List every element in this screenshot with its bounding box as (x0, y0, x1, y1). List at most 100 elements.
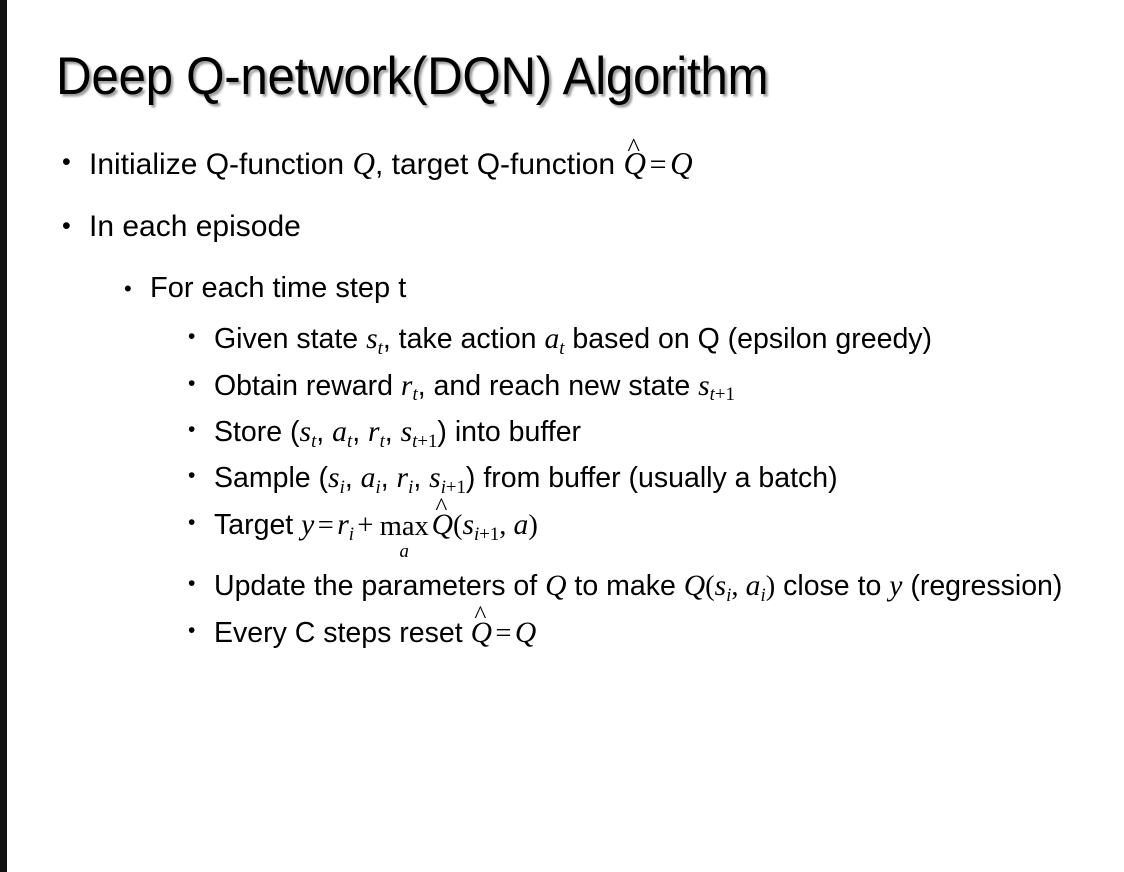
paren-open: ( (453, 509, 463, 541)
paren-close: ) (765, 571, 776, 603)
text-fragment: Update the parameters of (214, 570, 546, 603)
bullet-marker-icon: • (188, 510, 196, 534)
subscript-index: i (474, 523, 480, 545)
equals-sign: = (649, 148, 667, 181)
list-item-text: For each time step t (150, 271, 407, 304)
equals-sign: = (495, 617, 512, 649)
list-item-given-state[interactable]: • Given state st, take action at based o… (0, 320, 1124, 359)
math-y: y (301, 508, 315, 541)
list-item-update[interactable]: • Update the parameters of Q to make Q(s… (0, 567, 1124, 606)
math-subscript: t (412, 384, 418, 406)
text-fragment: , (352, 416, 369, 449)
math-subscript: i (760, 584, 766, 606)
text-fragment: Sample ( (214, 462, 329, 495)
math-s: s (299, 416, 312, 449)
text-fragment: , (499, 509, 514, 541)
math-subscript: t (559, 337, 565, 359)
math-q-hat: ^Q (471, 602, 492, 653)
subscript-index: t (412, 430, 418, 452)
math-q: Q (683, 570, 706, 603)
math-a: a (745, 570, 761, 603)
bullet-marker-icon: • (62, 148, 71, 176)
bullet-marker-icon: • (188, 572, 196, 596)
math-s: s (714, 570, 727, 603)
bullet-marker-icon: • (188, 418, 196, 442)
page-title: Deep Q-network(DQN) Algorithm (56, 47, 769, 106)
list-item-text: Update the parameters of Q to make Q(si,… (214, 567, 1124, 606)
math-q-base: Q (623, 146, 646, 181)
text-fragment: , (380, 462, 397, 495)
math-q: Q (545, 570, 567, 603)
text-fragment: to make (566, 570, 684, 603)
math-r: r (396, 462, 409, 495)
subscript-offset: +1 (714, 384, 735, 406)
math-subscript: t+1 (412, 431, 437, 452)
text-fragment: Target (214, 508, 302, 541)
equals-sign: = (317, 509, 334, 541)
text-fragment: Obtain reward (214, 369, 401, 402)
list-item-for-each-time-step[interactable]: • For each time step t (0, 272, 1124, 306)
max-label: max (379, 511, 429, 543)
math-r: r (400, 369, 413, 402)
text-fragment: ) from buffer (usually a batch) (465, 462, 838, 495)
list-item-text: Sample (si, ai, ri, si+1) from buffer (u… (214, 459, 1124, 498)
math-subscript: t+1 (710, 384, 735, 405)
text-fragment: , (384, 416, 401, 449)
math-subscript: t (311, 430, 317, 452)
math-q: Q (670, 146, 693, 181)
math-q: Q (352, 146, 375, 181)
subscript-index: t (709, 384, 715, 406)
plus-sign: + (357, 509, 374, 541)
paren-open: ( (705, 571, 715, 603)
text-fragment: , and reach new state (417, 369, 699, 402)
bullet-marker-icon: • (62, 211, 71, 240)
math-r: r (368, 416, 380, 449)
paren-close: ) (528, 509, 538, 541)
text-fragment: (regression) (902, 570, 1063, 603)
math-s: s (429, 462, 441, 495)
subscript-offset: +1 (479, 523, 500, 545)
math-s: s (462, 508, 475, 541)
left-edge-band (0, 0, 7, 872)
hat-accent-icon: ^ (474, 600, 487, 630)
list-item-store[interactable]: • Store (st, at, rt, st+1) into buffer (0, 413, 1124, 452)
text-fragment: Given state (214, 323, 367, 356)
text-fragment: , (731, 571, 746, 603)
bullet-marker-icon: • (188, 618, 196, 642)
list-item-text: Store (st, at, rt, st+1) into buffer (214, 413, 1124, 452)
list-item-text: Obtain reward rt, and reach new state st… (214, 367, 1124, 406)
math-a: a (332, 416, 347, 449)
text-fragment: based on Q (epsilon greedy) (564, 323, 933, 356)
text-fragment: Store ( (214, 416, 300, 449)
algorithm-bullet-list: • Initialize Q-function Q, target Q-func… (0, 133, 1124, 660)
math-q-hat: ^Q (623, 133, 646, 182)
bullet-marker-icon: • (188, 371, 196, 395)
list-item-every-c-steps[interactable]: • Every C steps reset ^Q=Q (0, 602, 1124, 653)
math-q-hat: ^Q (432, 494, 453, 545)
math-subscript: i (348, 523, 354, 545)
math-subscript: i (408, 477, 414, 499)
text-fragment: Initialize Q-function (89, 148, 353, 181)
list-item-text: In each episode (89, 209, 301, 243)
text-fragment: , target Q-function (374, 148, 624, 181)
list-item-initialize[interactable]: • Initialize Q-function Q, target Q-func… (0, 133, 1124, 183)
list-item-text: Every C steps reset ^Q=Q (214, 602, 1124, 653)
list-item-text: Initialize Q-function Q, target Q-functi… (89, 133, 1124, 183)
text-fragment: Every C steps reset (214, 616, 471, 649)
math-subscript: t (377, 337, 383, 359)
bullet-marker-icon: • (124, 275, 132, 301)
list-item-in-each-episode[interactable]: • In each episode (0, 210, 1124, 245)
math-s: s (698, 369, 710, 402)
math-r: r (337, 508, 349, 541)
text-fragment: , (413, 462, 430, 495)
math-subscript: i (339, 477, 345, 499)
math-s: s (366, 323, 378, 356)
text-fragment: , take action (382, 323, 545, 356)
subscript-offset: +1 (417, 430, 438, 452)
list-item-sample[interactable]: • Sample (si, ai, ri, si+1) from buffer … (0, 459, 1124, 498)
math-subscript: i (726, 584, 732, 606)
math-q: Q (514, 616, 537, 649)
list-item-obtain-reward[interactable]: • Obtain reward rt, and reach new state … (0, 367, 1124, 406)
